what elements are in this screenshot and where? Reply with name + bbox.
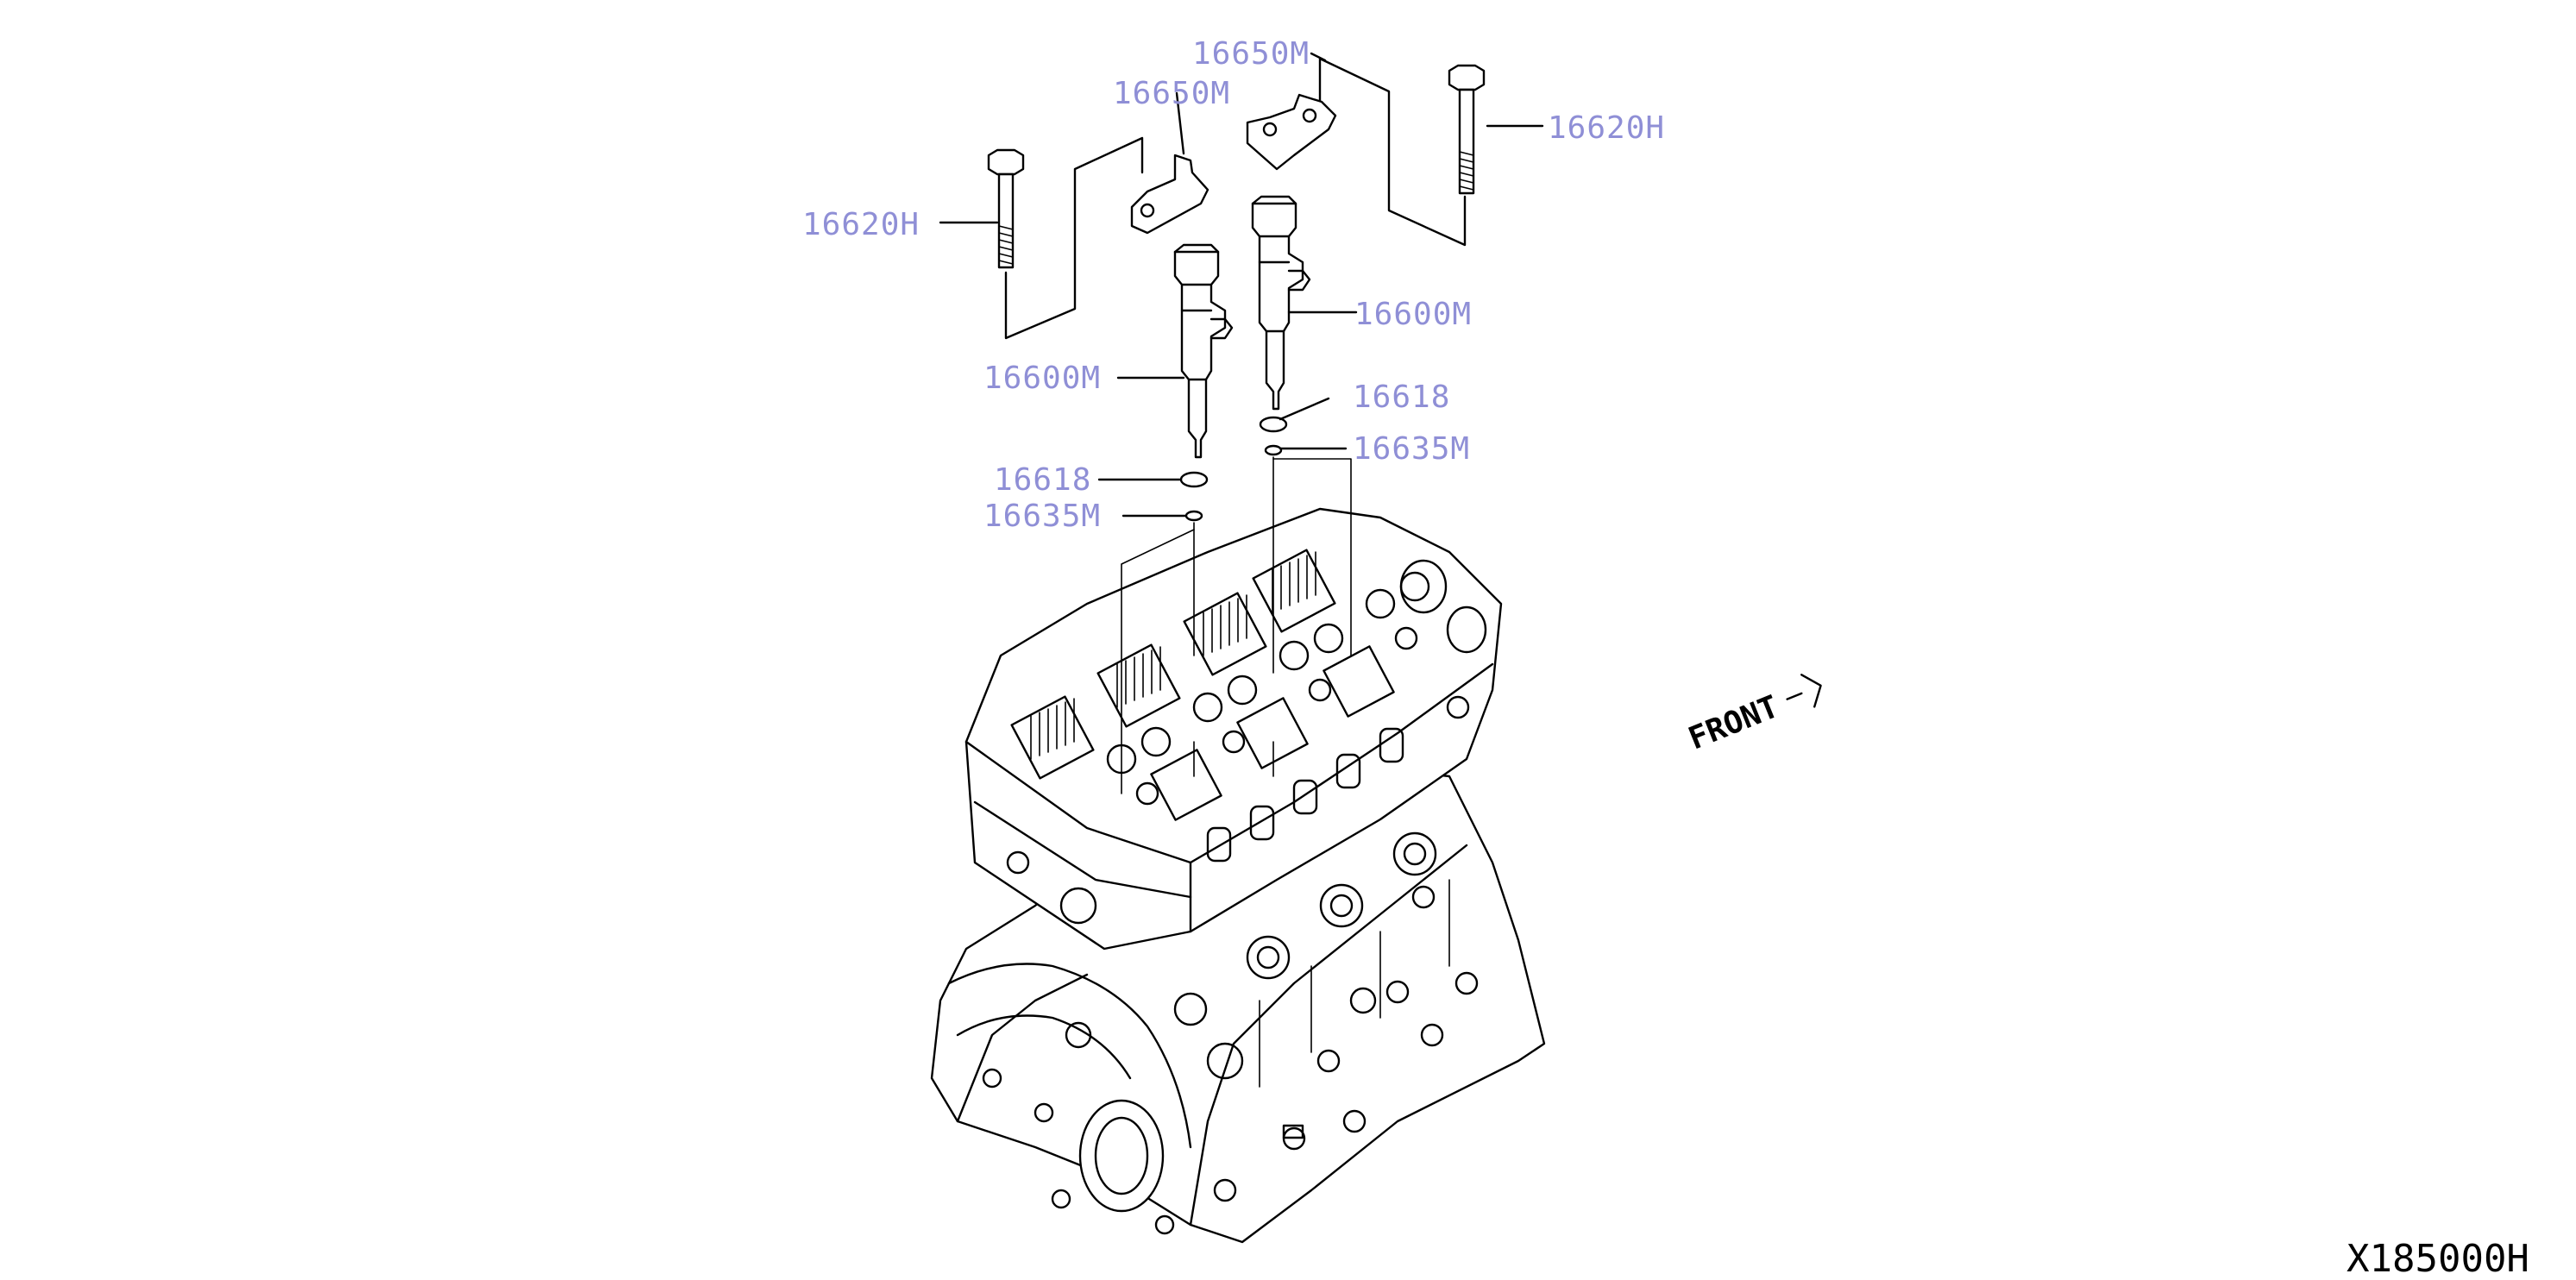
seal-left — [1179, 471, 1209, 488]
washer-right — [1264, 444, 1283, 456]
injector-left — [1173, 243, 1234, 459]
callout-16635m-right: 16635M — [1353, 431, 1470, 467]
callout-16620h-right: 16620H — [1548, 110, 1665, 146]
front-indicator: FRONT — [1684, 674, 1822, 757]
clamp-left — [1130, 154, 1209, 235]
callout-leaders — [939, 52, 1544, 518]
front-arrow-icon — [1786, 692, 1803, 700]
seal-right — [1259, 416, 1288, 433]
callout-16618-right: 16618 — [1353, 380, 1450, 415]
bolt-left — [987, 148, 1025, 269]
callout-16618-left: 16618 — [994, 462, 1091, 498]
callout-16635m-left: 16635M — [983, 499, 1101, 534]
diagram-code: X185000H — [2347, 1237, 2529, 1280]
cylinder-head — [964, 507, 1503, 951]
callout-16650m-mid: 16650M — [1113, 76, 1230, 111]
callout-16600m-left: 16600M — [983, 361, 1101, 396]
callout-16650m-top: 16650M — [1192, 36, 1310, 72]
cam-caps — [1010, 549, 1395, 821]
injector-right — [1251, 195, 1311, 411]
clamp-right — [1246, 93, 1337, 171]
callout-16620h-left: 16620H — [802, 207, 920, 242]
front-label: FRONT — [1684, 689, 1784, 757]
washer-left — [1184, 510, 1203, 522]
bolt-right — [1448, 64, 1486, 195]
callout-16600m-right: 16600M — [1354, 297, 1472, 332]
grouping-lines — [1004, 57, 1467, 794]
